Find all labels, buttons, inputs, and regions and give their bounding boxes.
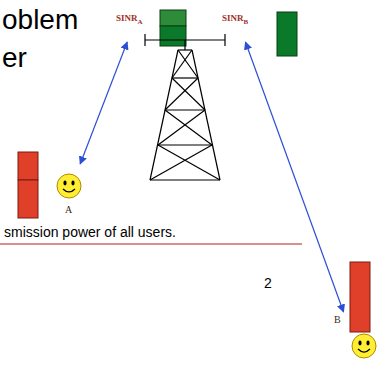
title-fragment: oblem xyxy=(2,4,78,36)
sinr-text: SINRB xyxy=(222,12,258,28)
tower xyxy=(145,34,225,180)
green-bar xyxy=(160,10,186,26)
green-bar xyxy=(277,12,297,56)
sinr-label: SINRA xyxy=(116,12,150,42)
text-fragment: er xyxy=(2,42,27,74)
sinr-subscript: A xyxy=(138,18,143,26)
red-bar xyxy=(350,262,370,332)
footer-text: smission power of all users. xyxy=(4,224,176,240)
user-label: A xyxy=(65,204,72,215)
signal-arrow xyxy=(245,42,343,312)
page-number: 2 xyxy=(264,275,272,291)
red-bar xyxy=(18,180,38,218)
sinr-text: SINRA xyxy=(116,12,150,28)
divider-line xyxy=(0,244,302,245)
sinr-label: SINR xyxy=(222,13,244,23)
sinr-label: SINR xyxy=(116,13,138,23)
red-bar xyxy=(18,152,38,180)
green-bar xyxy=(160,26,186,46)
user-smiley: A xyxy=(50,164,88,222)
user-smiley: B xyxy=(328,312,378,364)
sinr-label: SINRB xyxy=(222,12,258,42)
sinr-subscript: B xyxy=(244,18,249,26)
signal-arrow xyxy=(80,42,127,164)
user-label: B xyxy=(334,314,341,325)
